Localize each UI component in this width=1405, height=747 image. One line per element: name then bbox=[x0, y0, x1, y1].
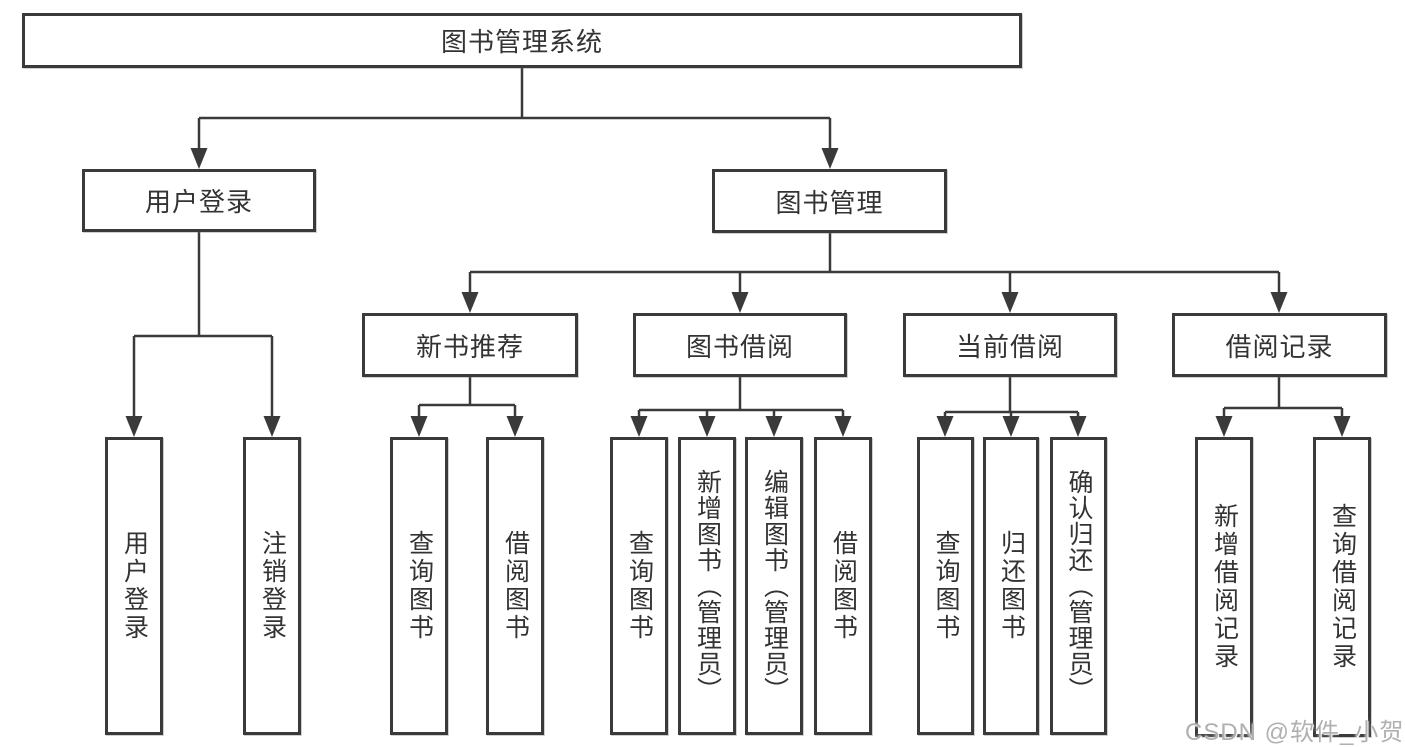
node-current-borrow-label: 当前借阅 bbox=[955, 331, 1064, 362]
node-new-book-recommend-label: 新书推荐 bbox=[415, 331, 524, 362]
node-book-management: 图书管理 bbox=[712, 169, 947, 233]
leaf-borrow-books-label: 借阅图书 bbox=[829, 530, 858, 642]
node-borrow-records: 借阅记录 bbox=[1172, 313, 1387, 377]
node-library-system: 图书管理系统 bbox=[22, 13, 1022, 68]
leaf-query-books-recommend-label: 查询图书 bbox=[405, 530, 434, 642]
leaf-user-login: 用户登录 bbox=[105, 437, 163, 735]
csdn-watermark: CSDN @软件_小贺同学 bbox=[1185, 719, 1405, 746]
leaf-add-books-admin-label: 新增图书（管理员） bbox=[693, 469, 722, 703]
leaf-user-login-label: 用户登录 bbox=[120, 530, 149, 642]
node-book-management-label: 图书管理 bbox=[775, 187, 884, 218]
leaf-edit-books-admin-label: 编辑图书（管理员） bbox=[760, 469, 789, 703]
node-new-book-recommend: 新书推荐 bbox=[362, 313, 578, 377]
leaf-logout: 注销登录 bbox=[243, 437, 301, 735]
leaf-add-books-admin: 新增图书（管理员） bbox=[678, 437, 736, 735]
leaf-logout-label: 注销登录 bbox=[258, 530, 287, 642]
leaf-return-books: 归还图书 bbox=[983, 437, 1039, 735]
leaf-confirm-return-admin-label: 确认归还（管理员） bbox=[1065, 469, 1093, 703]
node-library-system-label: 图书管理系统 bbox=[440, 27, 603, 57]
leaf-query-books-borrow: 查询图书 bbox=[610, 437, 668, 735]
leaf-confirm-return-admin: 确认归还（管理员） bbox=[1050, 437, 1107, 735]
leaf-query-books-borrow-label: 查询图书 bbox=[625, 530, 654, 642]
node-user-login-label: 用户登录 bbox=[144, 187, 253, 217]
leaf-edit-books-admin: 编辑图书（管理员） bbox=[745, 437, 803, 735]
node-book-borrow: 图书借阅 bbox=[633, 313, 847, 377]
leaf-query-borrow-record: 查询借阅记录 bbox=[1313, 437, 1371, 737]
leaf-query-books-recommend: 查询图书 bbox=[390, 437, 448, 735]
node-book-borrow-label: 图书借阅 bbox=[685, 331, 794, 362]
leaf-borrow-books: 借阅图书 bbox=[814, 437, 872, 735]
leaf-query-books-current: 查询图书 bbox=[917, 437, 974, 735]
leaf-add-borrow-record: 新增借阅记录 bbox=[1195, 437, 1253, 737]
leaf-query-borrow-record-label: 查询借阅记录 bbox=[1328, 503, 1357, 671]
leaf-query-books-current-label: 查询图书 bbox=[932, 530, 960, 642]
arrowheads bbox=[125, 148, 1351, 437]
node-borrow-records-label: 借阅记录 bbox=[1225, 331, 1334, 362]
leaf-add-borrow-record-label: 新增借阅记录 bbox=[1210, 503, 1239, 671]
leaf-return-books-label: 归还图书 bbox=[997, 530, 1026, 642]
node-user-login: 用户登录 bbox=[82, 169, 316, 232]
leaf-borrow-books-recommend: 借阅图书 bbox=[486, 437, 544, 735]
node-current-borrow: 当前借阅 bbox=[903, 313, 1117, 377]
leaf-borrow-books-recommend-label: 借阅图书 bbox=[501, 530, 530, 642]
